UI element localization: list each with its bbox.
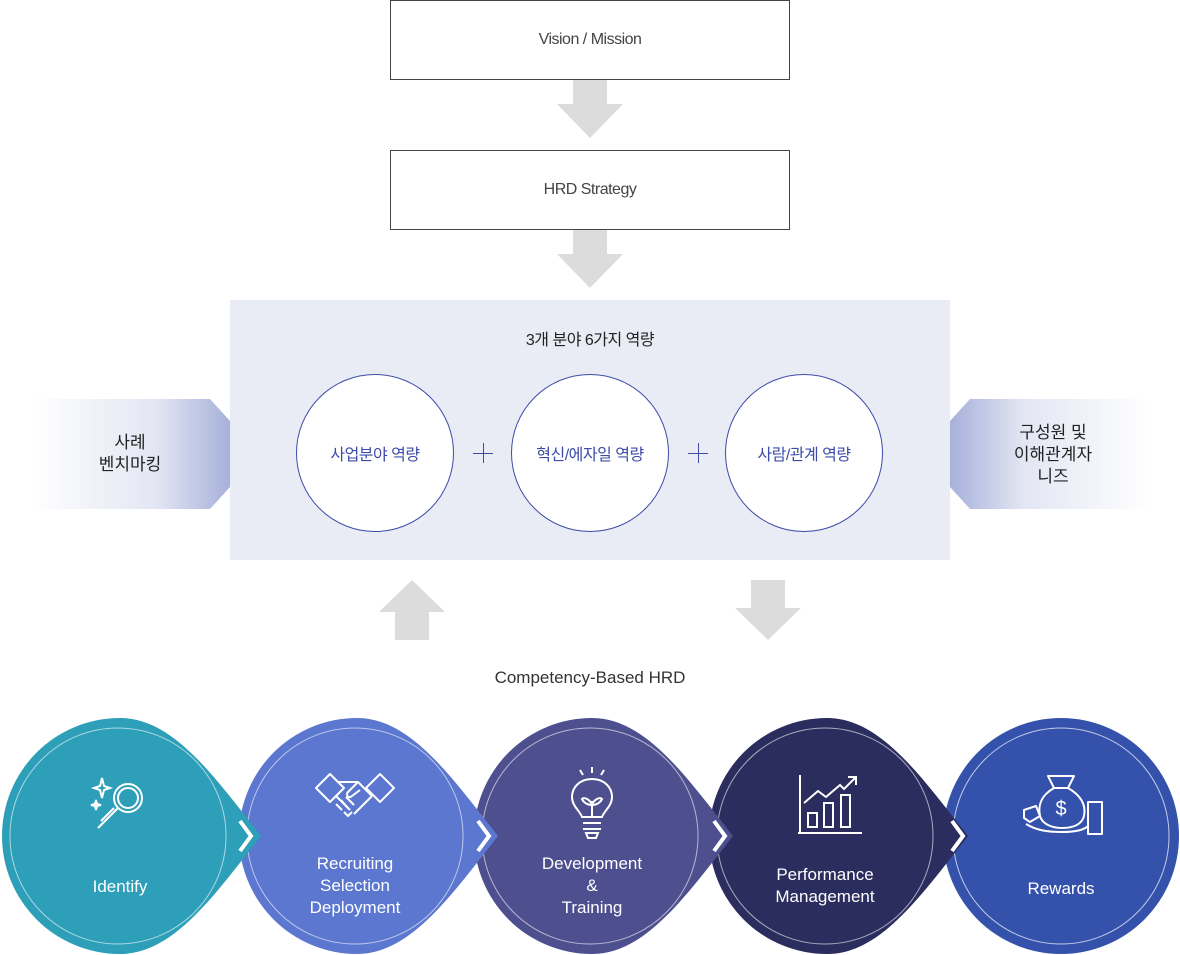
step-development-shape [474, 718, 733, 954]
handshake-icon [315, 773, 395, 817]
vision-mission-box: Vision / Mission [390, 0, 790, 80]
process-title: Competency-Based HRD [494, 668, 686, 687]
lightbulb-icon [570, 767, 614, 839]
step-development-label: Development & Training [541, 854, 643, 917]
right-input-arrow [920, 399, 1150, 509]
down-arrow-1 [557, 80, 623, 138]
business-competency-circle: 사업분야 역량 [296, 374, 454, 532]
plus-icon [473, 443, 493, 463]
process-flow: $ Identify Recruiting Selection Deployme… [0, 715, 1180, 955]
down-arrow-2 [557, 230, 623, 288]
step-rewards-label: Rewards [1027, 879, 1095, 898]
growth-chart-icon [798, 775, 862, 834]
vision-mission-label: Vision / Mission [538, 31, 642, 48]
process-shapes [2, 718, 1179, 954]
step-identify-label: Identify [92, 877, 148, 896]
svg-text:$: $ [1055, 798, 1066, 820]
people-relationship-circle: 사람/관계 역량 [725, 374, 883, 532]
hrd-strategy-box: HRD Strategy [390, 150, 790, 230]
down-arrow-3 [735, 580, 801, 640]
step-recruiting-label: Recruiting Selection Deployment [309, 854, 401, 917]
competency-title: 3개 분야 6가지 역량 [525, 332, 655, 349]
step-performance-label: Performance Management [775, 865, 875, 906]
step-identify-shape [2, 718, 261, 954]
money-bag-hand-icon: $ [1023, 775, 1103, 835]
left-input-label: 사례 벤치마킹 [98, 433, 162, 474]
plus-icon [688, 443, 708, 463]
step-performance-shape [709, 718, 968, 954]
left-input-arrow [30, 399, 260, 509]
hrd-strategy-label: HRD Strategy [543, 181, 637, 198]
up-arrow [379, 580, 445, 640]
competency-panel: 3개 분야 6가지 역량 사업분야 역량 혁신/에자일 역량 사람/관계 역량 [230, 300, 950, 560]
magnifier-sparkle-icon [90, 777, 143, 829]
right-input-label: 구성원 및 이해관계자 니즈 [1013, 423, 1093, 486]
innovation-agile-circle: 혁신/에자일 역량 [511, 374, 669, 532]
